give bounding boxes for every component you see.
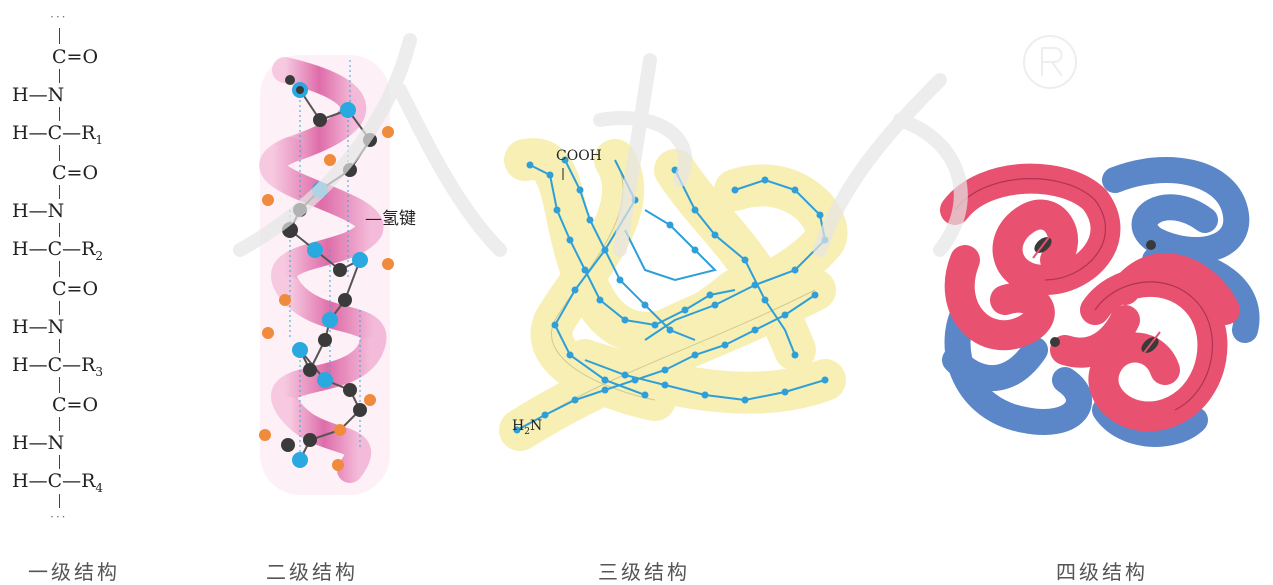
quaternary-hemoglobin-diagram [940,157,1260,447]
cooh-terminus-label: COOH [556,148,602,164]
tertiary-fold-diagram [499,138,848,451]
amino-terminus-label: H2N [512,418,543,437]
alpha-helix-diagram [259,55,394,495]
amide-nh-2: H—N [12,200,65,222]
pink-edges [954,178,1214,411]
caption-tertiary-structure: 三级结构 [598,560,690,584]
amide-nh-3: H—N [12,316,65,338]
carbonyl-3: C=O [52,278,99,300]
pink-subunits [940,163,1240,432]
carbonyl-1: C=O [52,46,99,68]
chain-continues-top: ··· [50,10,68,24]
caption-quaternary-structure: 四级结构 [1056,560,1148,584]
hydrogen-bond-label: —氢键 [365,209,416,229]
carbonyl-2: C=O [52,162,99,184]
amide-nh-4: H—N [12,432,65,454]
yellow-ribbon [499,138,848,451]
chain-continues-bottom: ··· [50,510,68,524]
heme-groups [1032,231,1161,359]
caption-secondary-structure: 二级结构 [266,560,358,584]
registered-mark-icon [1023,35,1077,89]
alpha-carbon-1: H—C—R1 [12,122,104,147]
alpha-carbon-4: H—C—R4 [12,470,104,495]
amide-nh-1: H—N [12,84,65,106]
alpha-carbon-3: H—C—R3 [12,354,104,379]
alpha-carbon-2: H—C—R2 [12,238,104,263]
primary-structure-panel: ··· C=O H—N H—C—R1 C=O H—N H—C—R2 C=O H—… [0,0,200,582]
caption-primary-structure: 一级结构 [28,560,120,584]
carbonyl-4: C=O [52,394,99,416]
